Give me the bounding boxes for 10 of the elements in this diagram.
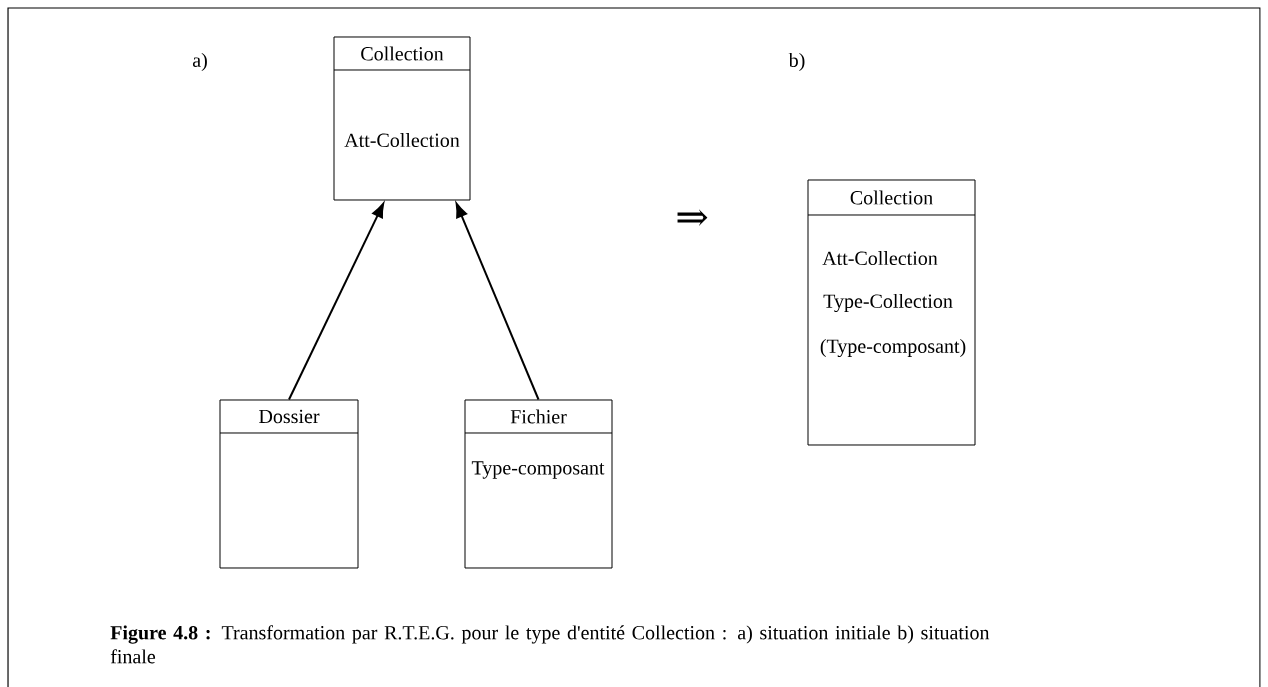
panel-label: a) xyxy=(192,52,207,72)
class-box: Dossier xyxy=(219,399,359,569)
class-box: Collection Att-Collection xyxy=(333,36,471,201)
panel-label: b) xyxy=(788,52,805,72)
transformation-symbol: ⇒ xyxy=(677,209,708,226)
class-box: Fichier Type-composant xyxy=(464,399,613,569)
class-box: Collection Att-Collection Type-Collection (Type-composant) xyxy=(807,179,976,446)
figure-caption: Figure 4.8 : Transformation par R.T.E.G. pour le type d'entité Collection : a) situation initiale b) situation finale xyxy=(110,625,990,664)
inheritance-arrow xyxy=(288,202,385,401)
inheritance-arrow xyxy=(455,202,540,401)
